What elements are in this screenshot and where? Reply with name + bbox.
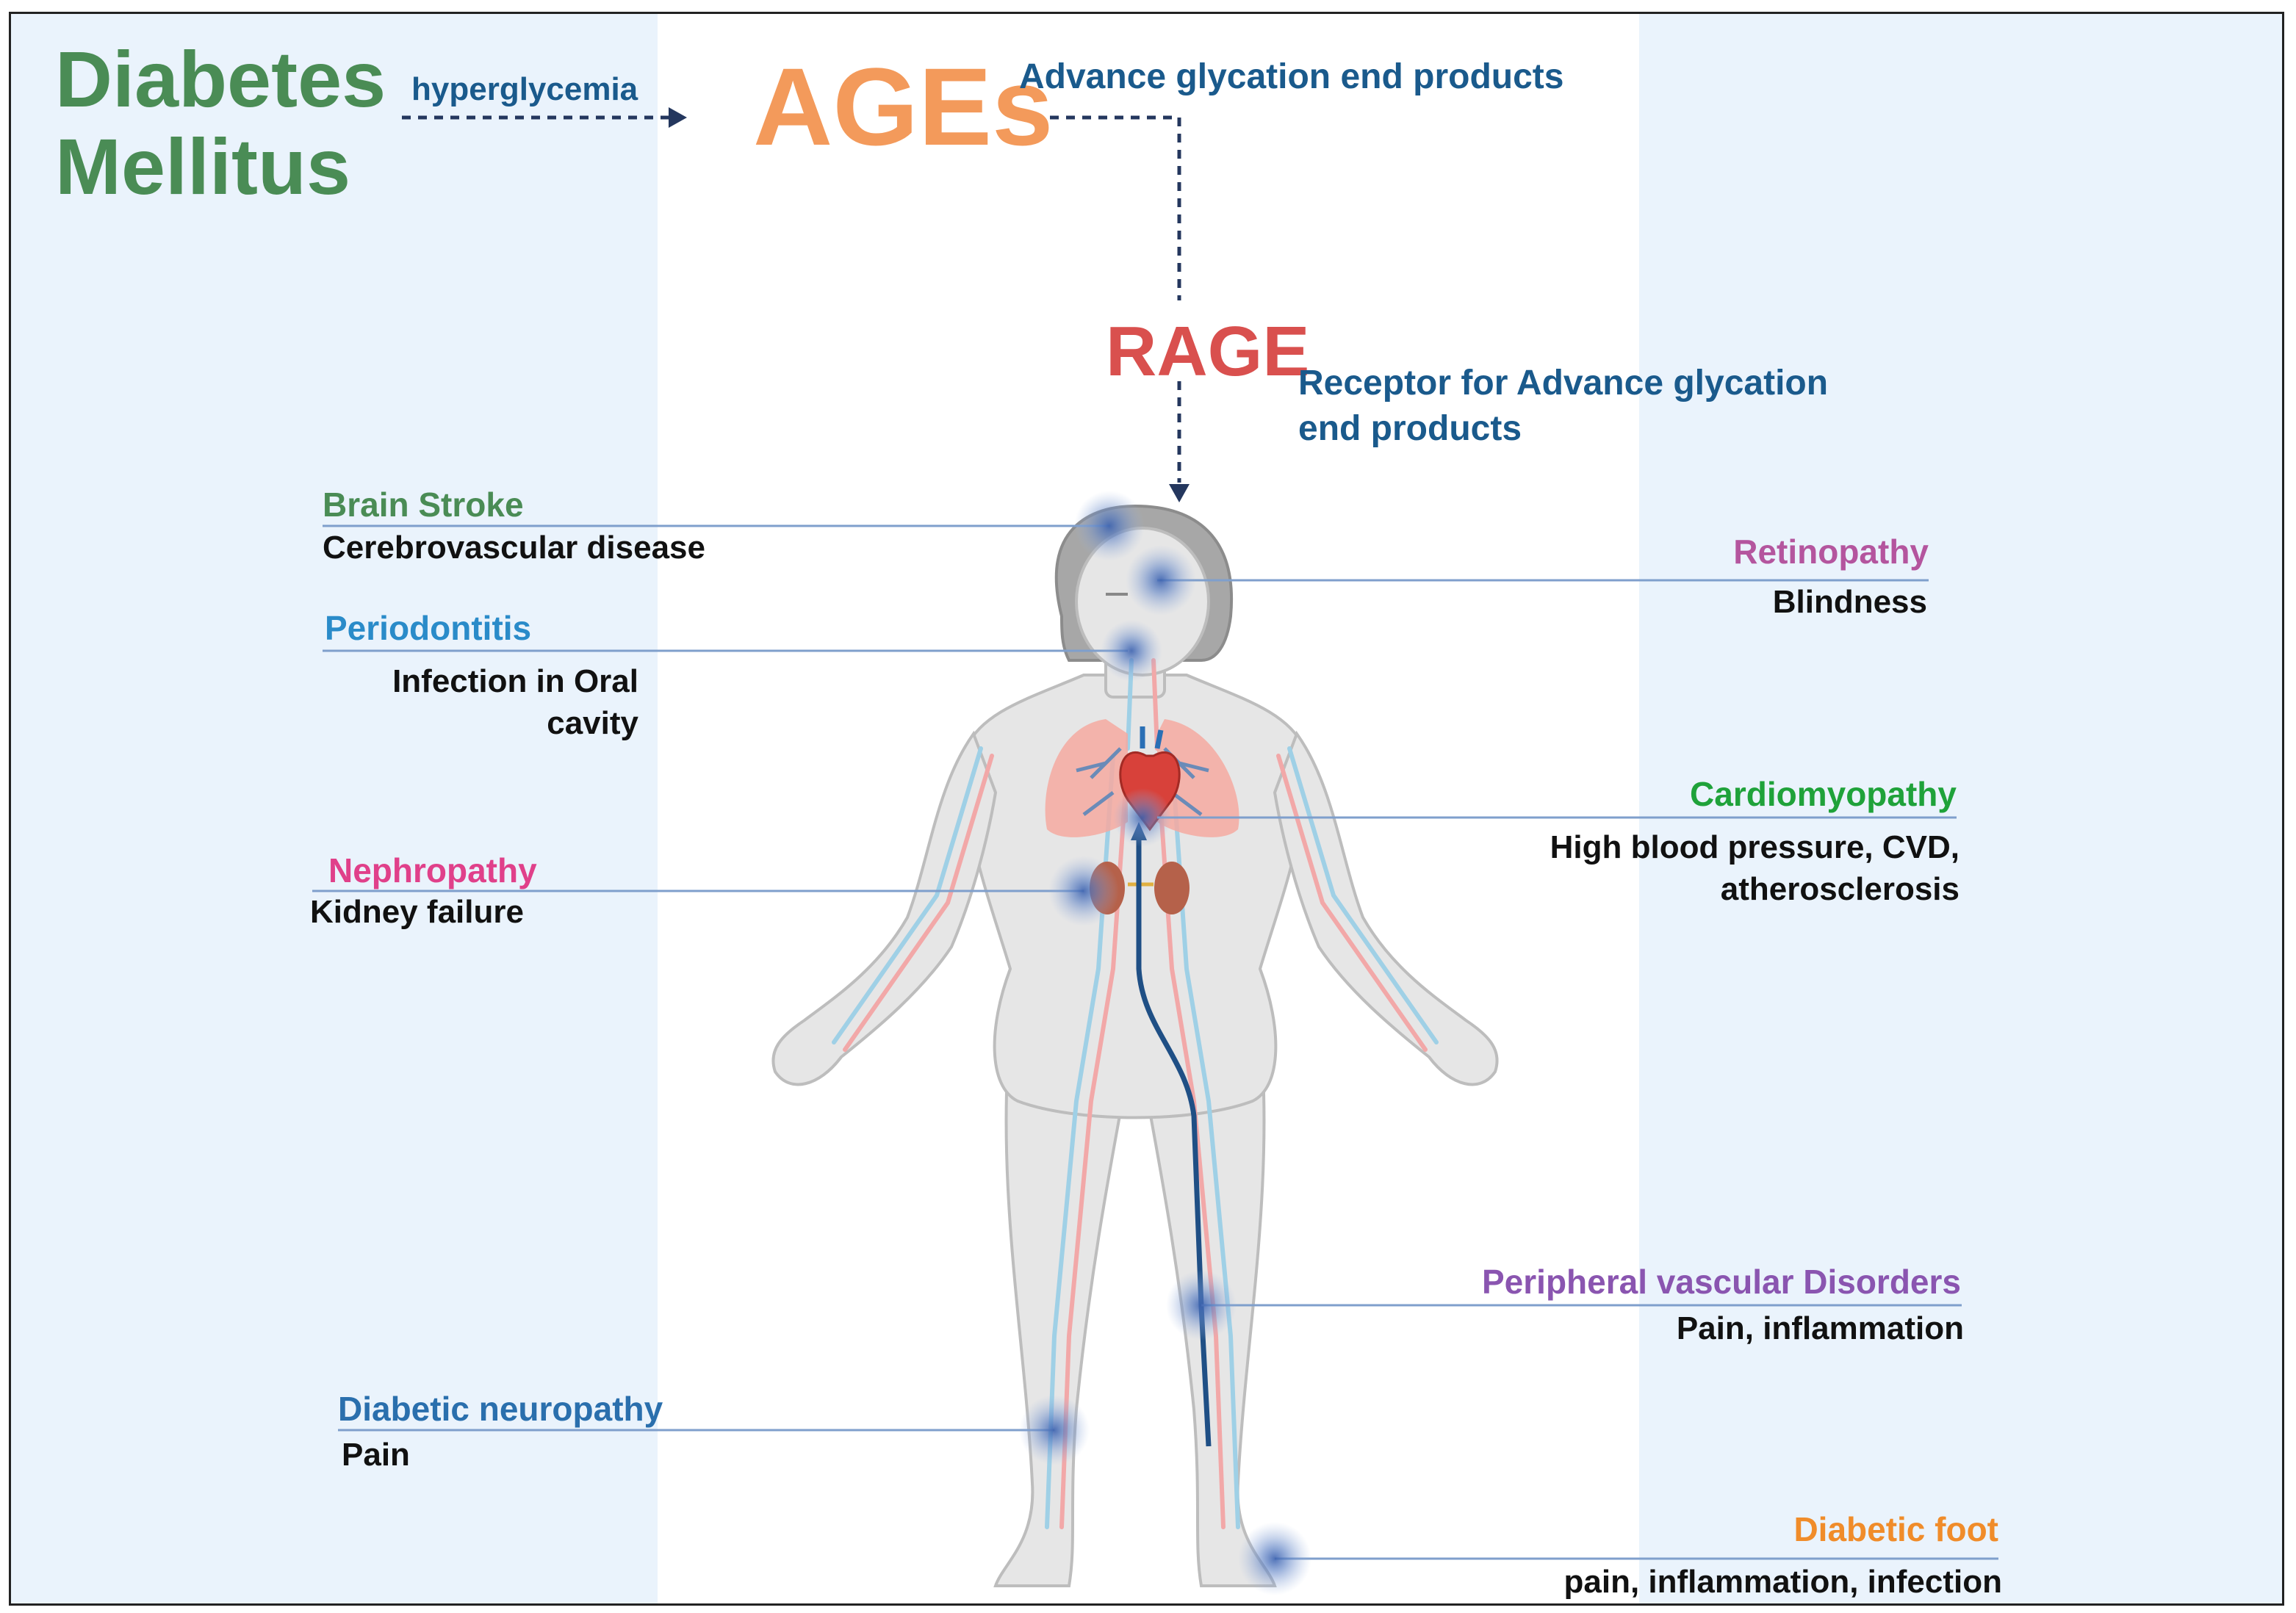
right-background-panel (1639, 14, 2282, 1603)
torso (963, 674, 1307, 1119)
complication-name: Brain Stroke (323, 486, 524, 524)
arrowhead-icon (1169, 484, 1190, 502)
marker-kidney (1048, 856, 1119, 926)
ages-full-name: Advance glycation end products (1019, 57, 1564, 96)
left-leg (993, 1025, 1130, 1587)
title-diabetes-mellitus: Diabetes Mellitus (55, 35, 386, 211)
ages-to-rage-arrow (1034, 115, 1181, 300)
rage-abbreviation: RAGE (1106, 312, 1310, 391)
complication-description: Blindness (1772, 584, 1927, 620)
marker-heart (1113, 788, 1172, 847)
arrowhead-icon (669, 107, 687, 128)
marker-eye (1126, 545, 1196, 616)
marker-brain (1074, 491, 1145, 561)
lungs-icon (1045, 719, 1239, 837)
marker-mouth (1101, 620, 1162, 682)
complication-name: Peripheral vascular Disorders (1482, 1263, 1961, 1301)
flow-arrows (402, 115, 1181, 483)
ages-abbreviation: AGEs (753, 45, 1054, 168)
complication-description: Cerebrovascular disease (323, 530, 705, 566)
complication-description: Infection in Oral cavity (392, 663, 638, 742)
marker-foot (1238, 1522, 1311, 1595)
complication-name: Cardiomyopathy (1690, 775, 1957, 813)
aorta-line (1136, 829, 1212, 1447)
marker-leg (1166, 1270, 1237, 1340)
hyperglycemia-label: hyperglycemia (411, 71, 638, 107)
right-arm (1273, 730, 1499, 1086)
diagram-frame: Diabetes Mellitus hyperglycemia AGEs Adv… (9, 12, 2284, 1606)
complication-description: Pain, inflammation (1676, 1310, 1964, 1346)
rage-full-name: Receptor for Advance glycation end produ… (1298, 364, 1829, 449)
complication-name: Diabetic foot (1793, 1510, 1998, 1548)
body-illustration (312, 107, 1998, 1595)
complication-description: Pain (342, 1437, 410, 1473)
complication-description: Kidney failure (310, 894, 524, 930)
site-markers (1019, 491, 1311, 1595)
leader-lines (312, 524, 1998, 1560)
left-arm (771, 730, 998, 1086)
marker-shin (1019, 1395, 1090, 1465)
complication-description: High blood pressure, CVD, atherosclerosi… (1550, 829, 1959, 908)
complication-name: Periodontitis (325, 609, 532, 647)
left-background-panel (11, 14, 658, 1603)
complication-name: Nephropathy (328, 851, 537, 890)
complication-name: Retinopathy (1733, 533, 1929, 571)
complication-name: Diabetic neuropathy (338, 1390, 663, 1428)
complication-description: pain, inflammation, infection (1563, 1564, 2002, 1600)
